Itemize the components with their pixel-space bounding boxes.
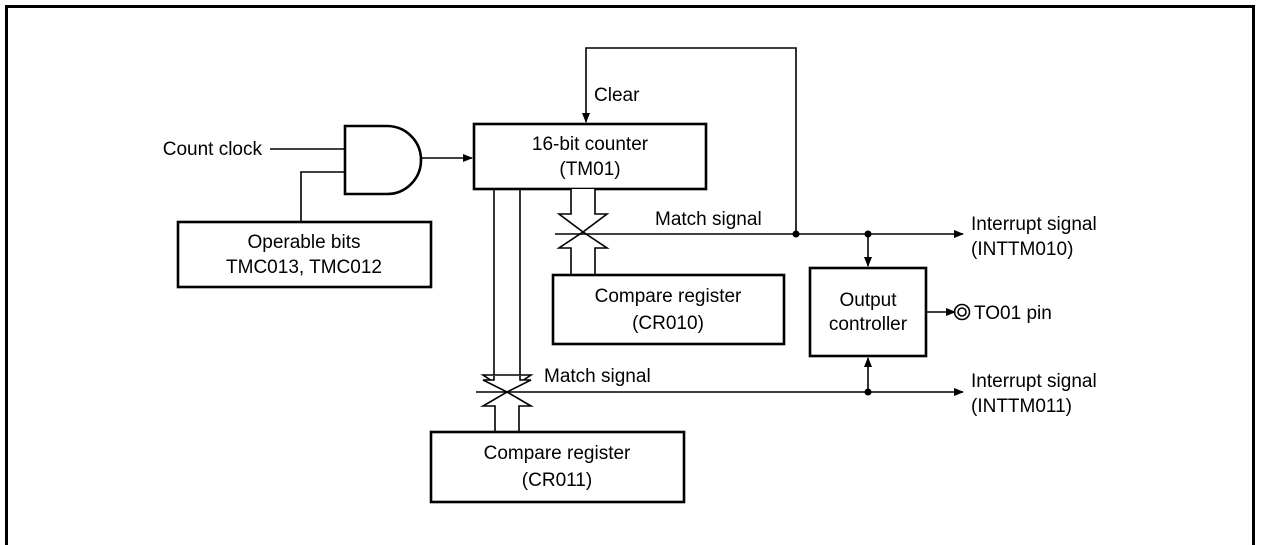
output-controller-label-line1: Output <box>839 290 897 311</box>
pin-inner-circle <box>957 307 967 317</box>
pin-outer-circle <box>953 303 971 321</box>
match-signal-bottom-label: Match signal <box>544 366 651 387</box>
operable-bits-label-line2: TMC013, TMC012 <box>226 257 382 278</box>
interrupt-0-label-line1: Interrupt signal <box>971 214 1097 235</box>
compare-register-cr011-box <box>429 430 686 504</box>
cr011-label-line2: (CR011) <box>522 470 592 491</box>
clear-feedback-wire <box>582 47 797 234</box>
cr010-label-line2: (CR010) <box>632 313 704 334</box>
interrupt-0-label-line2: (INTTM010) <box>971 239 1073 260</box>
operable-bits-label-line1: Operable bits <box>247 232 360 253</box>
count-clock-label: Count clock <box>163 139 263 160</box>
clear-label: Clear <box>594 85 640 106</box>
counter-label-line1: 16-bit counter <box>532 134 649 155</box>
counter-label-line2: (TM01) <box>559 159 620 180</box>
to01-pin-label: TO01 pin <box>974 303 1052 324</box>
compare-register-cr010-box <box>551 273 786 346</box>
output-controller-box <box>808 266 928 358</box>
cr011-to-compare-arrow <box>480 391 534 432</box>
match-signal-top-label: Match signal <box>655 209 762 230</box>
interrupt-1-label-line1: Interrupt signal <box>971 371 1097 392</box>
cr011-label-line1: Compare register <box>484 443 631 464</box>
counter-tm01-box <box>472 122 708 191</box>
operable-bits-box <box>176 220 433 289</box>
interrupt-1-label-line2: (INTTM011) <box>971 396 1072 417</box>
junction-dot <box>792 230 800 238</box>
diagram-frame <box>5 5 1255 545</box>
operable-bits-wire <box>300 171 345 222</box>
counter-to-compare-top-arrow <box>556 189 610 233</box>
and-gate <box>343 124 423 196</box>
cr010-to-compare-arrow <box>556 231 610 275</box>
cr010-label-line1: Compare register <box>595 286 742 307</box>
output-controller-label-line2: controller <box>829 314 908 335</box>
